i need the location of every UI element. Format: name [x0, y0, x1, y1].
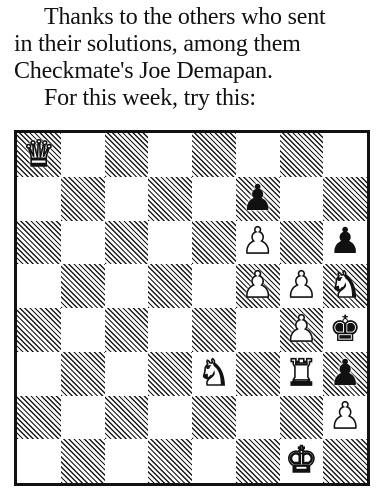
square-d1 [148, 439, 192, 483]
white-knight-icon: ♞ [198, 356, 230, 392]
square-c6 [105, 221, 149, 265]
black-pawn-icon: ♟ [241, 181, 273, 217]
square-d5 [148, 264, 192, 308]
square-h2: ♟ [323, 396, 367, 440]
text-line-3: Checkmate's Joe Demapan. [14, 58, 380, 85]
white-queen-icon: ♛ [23, 137, 55, 173]
white-pawn-icon: ♟ [241, 268, 273, 304]
square-d7 [148, 177, 192, 221]
square-g6 [280, 221, 324, 265]
text-line-2: in their solutions, among them [14, 31, 380, 58]
black-pawn-icon: ♟ [329, 224, 361, 260]
square-e8 [192, 133, 236, 177]
square-h7 [323, 177, 367, 221]
square-c8 [105, 133, 149, 177]
square-d6 [148, 221, 192, 265]
square-h4: ♚ [323, 308, 367, 352]
square-b8 [61, 133, 105, 177]
square-b7 [61, 177, 105, 221]
square-b1 [61, 439, 105, 483]
white-pawn-icon: ♟ [285, 268, 317, 304]
square-b5 [61, 264, 105, 308]
square-a6 [17, 221, 61, 265]
white-rook-icon: ♜ [285, 356, 317, 392]
square-f2 [236, 396, 280, 440]
white-pawn-icon: ♟ [285, 312, 317, 348]
square-g1: ♚ [280, 439, 324, 483]
square-c3 [105, 352, 149, 396]
square-f1 [236, 439, 280, 483]
article-text: Thanks to the others who sent in their s… [14, 4, 380, 112]
square-h3: ♟ [323, 352, 367, 396]
white-pawn-icon: ♟ [329, 399, 361, 435]
square-b3 [61, 352, 105, 396]
square-h6: ♟ [323, 221, 367, 265]
chess-board-grid: ♛ ♟ ♟ ♟ ♟ ♟ ♞ ♟ ♚ ♞ ♜ ♟ ♟ ♚ [17, 133, 367, 483]
square-b2 [61, 396, 105, 440]
square-e5 [192, 264, 236, 308]
chess-board: ♛ ♟ ♟ ♟ ♟ ♟ ♞ ♟ ♚ ♞ ♜ ♟ ♟ ♚ [14, 130, 370, 486]
square-g7 [280, 177, 324, 221]
white-pawn-icon: ♟ [241, 224, 273, 260]
square-d2 [148, 396, 192, 440]
square-g2 [280, 396, 324, 440]
square-f8 [236, 133, 280, 177]
white-knight-icon: ♞ [329, 268, 361, 304]
square-c5 [105, 264, 149, 308]
white-king-icon: ♚ [285, 443, 317, 479]
square-e7 [192, 177, 236, 221]
square-a1 [17, 439, 61, 483]
square-a7 [17, 177, 61, 221]
square-h8 [323, 133, 367, 177]
square-a3 [17, 352, 61, 396]
square-h5: ♞ [323, 264, 367, 308]
square-d4 [148, 308, 192, 352]
square-g5: ♟ [280, 264, 324, 308]
square-c7 [105, 177, 149, 221]
square-f7: ♟ [236, 177, 280, 221]
square-c4 [105, 308, 149, 352]
square-d8 [148, 133, 192, 177]
square-a4 [17, 308, 61, 352]
square-f5: ♟ [236, 264, 280, 308]
square-c2 [105, 396, 149, 440]
square-g8 [280, 133, 324, 177]
square-e4 [192, 308, 236, 352]
square-a5 [17, 264, 61, 308]
square-d3 [148, 352, 192, 396]
square-g4: ♟ [280, 308, 324, 352]
text-line-4: For this week, try this: [14, 85, 380, 112]
square-e1 [192, 439, 236, 483]
square-a2 [17, 396, 61, 440]
square-a8: ♛ [17, 133, 61, 177]
square-b6 [61, 221, 105, 265]
square-f4 [236, 308, 280, 352]
text-line-1: Thanks to the others who sent [14, 4, 380, 31]
black-pawn-icon: ♟ [329, 356, 361, 392]
square-e6 [192, 221, 236, 265]
black-king-icon: ♚ [329, 312, 361, 348]
square-h1 [323, 439, 367, 483]
square-f3 [236, 352, 280, 396]
square-c1 [105, 439, 149, 483]
square-f6: ♟ [236, 221, 280, 265]
square-e2 [192, 396, 236, 440]
square-e3: ♞ [192, 352, 236, 396]
square-g3: ♜ [280, 352, 324, 396]
square-b4 [61, 308, 105, 352]
